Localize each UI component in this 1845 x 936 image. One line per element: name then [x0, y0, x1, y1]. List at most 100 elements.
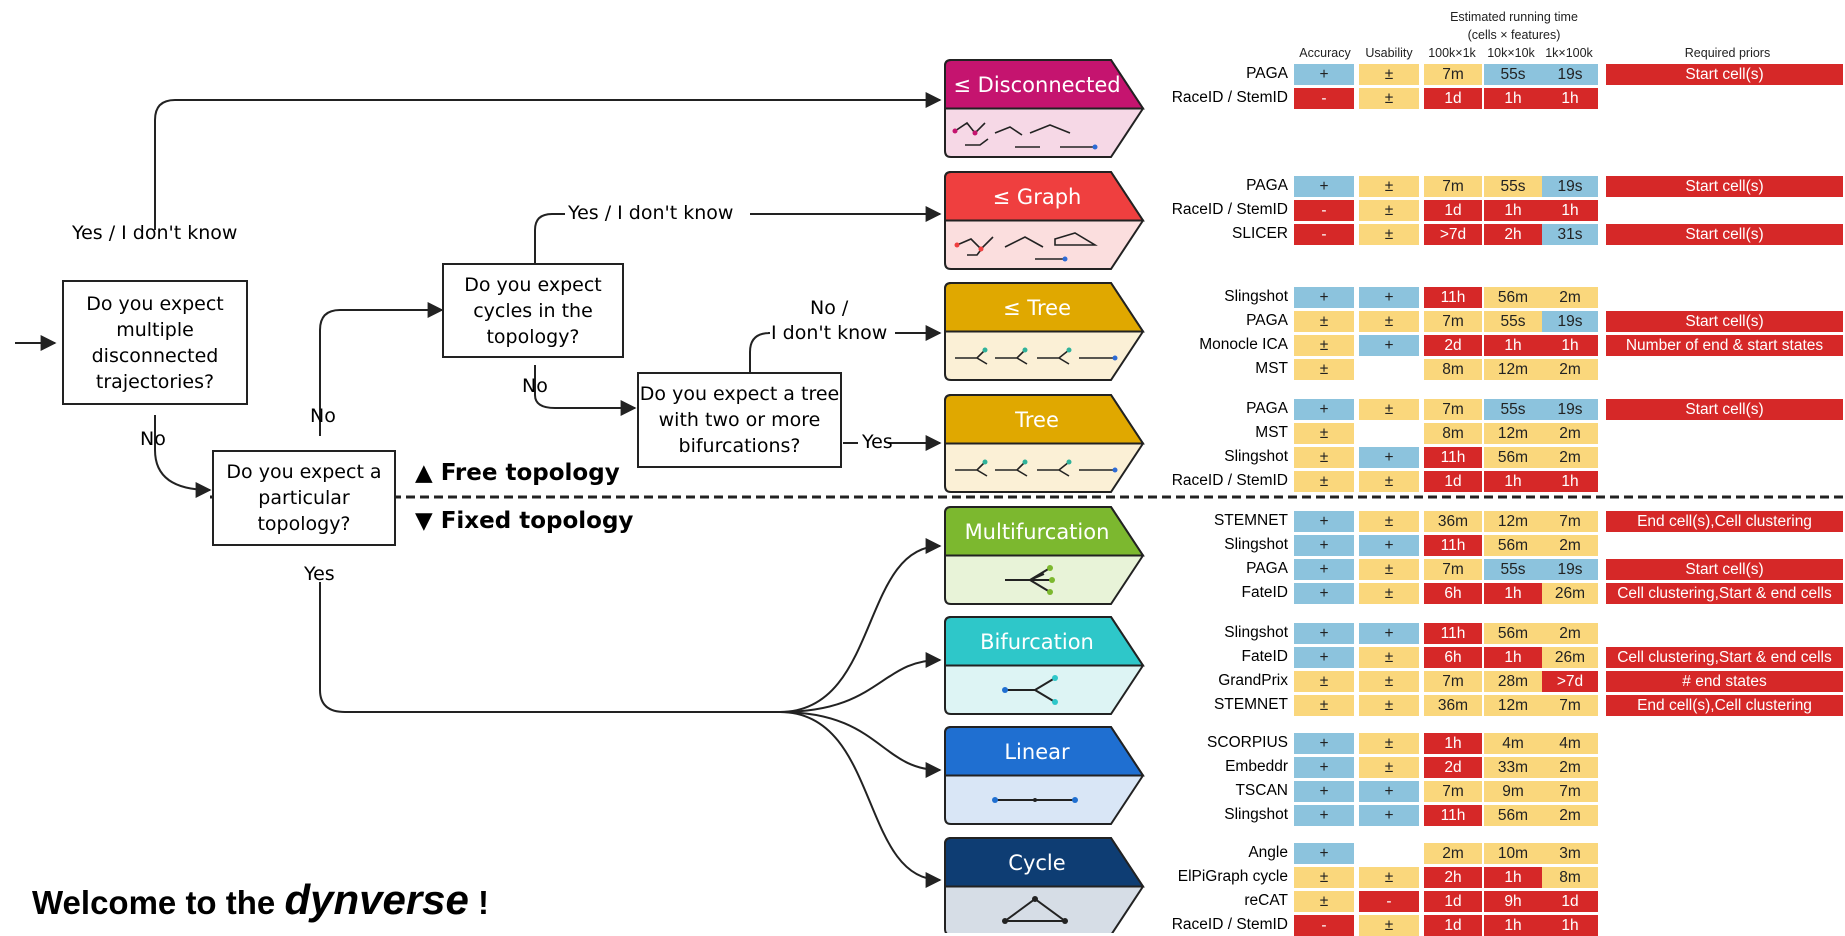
method-name: STEMNET: [1213, 512, 1288, 529]
runtime-cell: 1h: [1484, 88, 1542, 109]
header-time-col1: 100k×1k: [1428, 46, 1476, 60]
runtime-cell: 4m: [1542, 733, 1598, 754]
usability-cell: +: [1359, 535, 1419, 556]
topology-title: ≤ Graph: [993, 185, 1082, 209]
runtime-cell: 1h: [1542, 915, 1598, 936]
accuracy-cell: ±: [1294, 867, 1354, 888]
method-name: RaceID / StemID: [1171, 472, 1288, 489]
edge-label-no: No: [310, 405, 336, 427]
runtime-cell: 11h: [1424, 535, 1482, 556]
linear-icon: [992, 797, 1078, 803]
topology-header: [944, 171, 1145, 222]
accuracy-cell: -: [1294, 224, 1354, 245]
runtime-cell: 19s: [1542, 399, 1598, 420]
usability-cell: -: [1359, 891, 1419, 912]
accuracy-cell: +: [1294, 399, 1354, 420]
runtime-cell: 1h: [1484, 471, 1542, 492]
topology-header: [944, 837, 1145, 888]
topology-title: Cycle: [1008, 851, 1065, 875]
topology-cycle: Cycle: [944, 837, 1145, 933]
topology-bifurcation: Bifurcation: [944, 616, 1145, 715]
usability-cell: ±: [1359, 64, 1419, 85]
usability-cell: ±: [1359, 583, 1419, 604]
runtime-cell: 7m: [1424, 559, 1482, 580]
usability-cell: ±: [1359, 311, 1419, 332]
runtime-cell: 8m: [1424, 359, 1482, 380]
runtime-cell: 55s: [1484, 311, 1542, 332]
runtime-cell: 56m: [1484, 287, 1542, 308]
runtime-cell: 56m: [1484, 535, 1542, 556]
required-prior-cell: Start cell(s): [1606, 176, 1843, 197]
required-prior-cell: Start cell(s): [1606, 399, 1843, 420]
runtime-cell: 7m: [1424, 781, 1482, 802]
method-name: ElPiGraph cycle: [1177, 868, 1288, 885]
usability-cell: ±: [1359, 224, 1419, 245]
runtime-cell: 9m: [1484, 781, 1542, 802]
topology-tree: ≤ Tree: [944, 282, 1145, 381]
runtime-cell: 26m: [1542, 647, 1598, 668]
accuracy-cell: +: [1294, 535, 1354, 556]
runtime-cell: 12m: [1484, 695, 1542, 716]
usability-cell: +: [1359, 335, 1419, 356]
accuracy-cell: ±: [1294, 471, 1354, 492]
edge-label-no: No: [140, 428, 166, 450]
runtime-cell: 56m: [1484, 805, 1542, 826]
usability-cell: ±: [1359, 757, 1419, 778]
runtime-cell: 6h: [1424, 647, 1482, 668]
runtime-cell: 19s: [1542, 64, 1598, 85]
topology-graph: ≤ Graph: [944, 171, 1145, 270]
method-name: FateID: [1241, 584, 1288, 601]
runtime-cell: 1h: [1484, 200, 1542, 221]
runtime-cell: 55s: [1484, 64, 1542, 85]
runtime-cell: 7m: [1424, 311, 1482, 332]
required-prior-cell: End cell(s),Cell clustering: [1606, 695, 1843, 716]
runtime-cell: 1d: [1542, 891, 1598, 912]
runtime-cell: 2m: [1542, 359, 1598, 380]
runtime-cell: 1h: [1484, 867, 1542, 888]
runtime-cell: 2m: [1542, 423, 1598, 444]
usability-cell: [1359, 843, 1419, 864]
runtime-cell: 12m: [1484, 359, 1542, 380]
accuracy-cell: ±: [1294, 335, 1354, 356]
usability-cell: +: [1359, 623, 1419, 644]
topology-header: [944, 506, 1145, 557]
method-name: GrandPrix: [1218, 672, 1288, 689]
accuracy-cell: ±: [1294, 695, 1354, 716]
method-name: MST: [1255, 360, 1288, 377]
runtime-cell: 2d: [1424, 757, 1482, 778]
topology-tree: Tree: [944, 394, 1145, 493]
question-cycles: Do you expect cycles in the topology?: [442, 263, 624, 358]
runtime-cell: 7m: [1542, 781, 1598, 802]
accuracy-cell: +: [1294, 647, 1354, 668]
method-name: RaceID / StemID: [1171, 916, 1288, 933]
usability-cell: ±: [1359, 399, 1419, 420]
runtime-cell: >7d: [1424, 224, 1482, 245]
runtime-cell: 10m: [1484, 843, 1542, 864]
runtime-cell: 31s: [1542, 224, 1598, 245]
runtime-cell: 2m: [1542, 535, 1598, 556]
method-name: Angle: [1248, 844, 1288, 861]
usability-cell: ±: [1359, 88, 1419, 109]
runtime-cell: 2h: [1424, 867, 1482, 888]
method-name: TSCAN: [1235, 782, 1288, 799]
runtime-cell: 1h: [1484, 915, 1542, 936]
usability-cell: [1359, 423, 1419, 444]
runtime-cell: 2h: [1484, 224, 1542, 245]
method-name: MST: [1255, 424, 1288, 441]
flow-arrows: [15, 92, 942, 888]
accuracy-cell: +: [1294, 511, 1354, 532]
usability-cell: +: [1359, 447, 1419, 468]
runtime-cell: 1h: [1484, 335, 1542, 356]
header-usability: Usability: [1365, 46, 1413, 60]
method-name: PAGA: [1246, 312, 1288, 329]
topology-header: [944, 282, 1145, 333]
topology-title: Tree: [1014, 408, 1059, 432]
topology-title: ≤ Disconnected: [953, 73, 1120, 97]
runtime-cell: 19s: [1542, 311, 1598, 332]
runtime-cell: 36m: [1424, 511, 1482, 532]
runtime-cell: 2m: [1424, 843, 1482, 864]
runtime-cell: 36m: [1424, 695, 1482, 716]
method-name: SCORPIUS: [1207, 734, 1288, 751]
accuracy-cell: +: [1294, 781, 1354, 802]
